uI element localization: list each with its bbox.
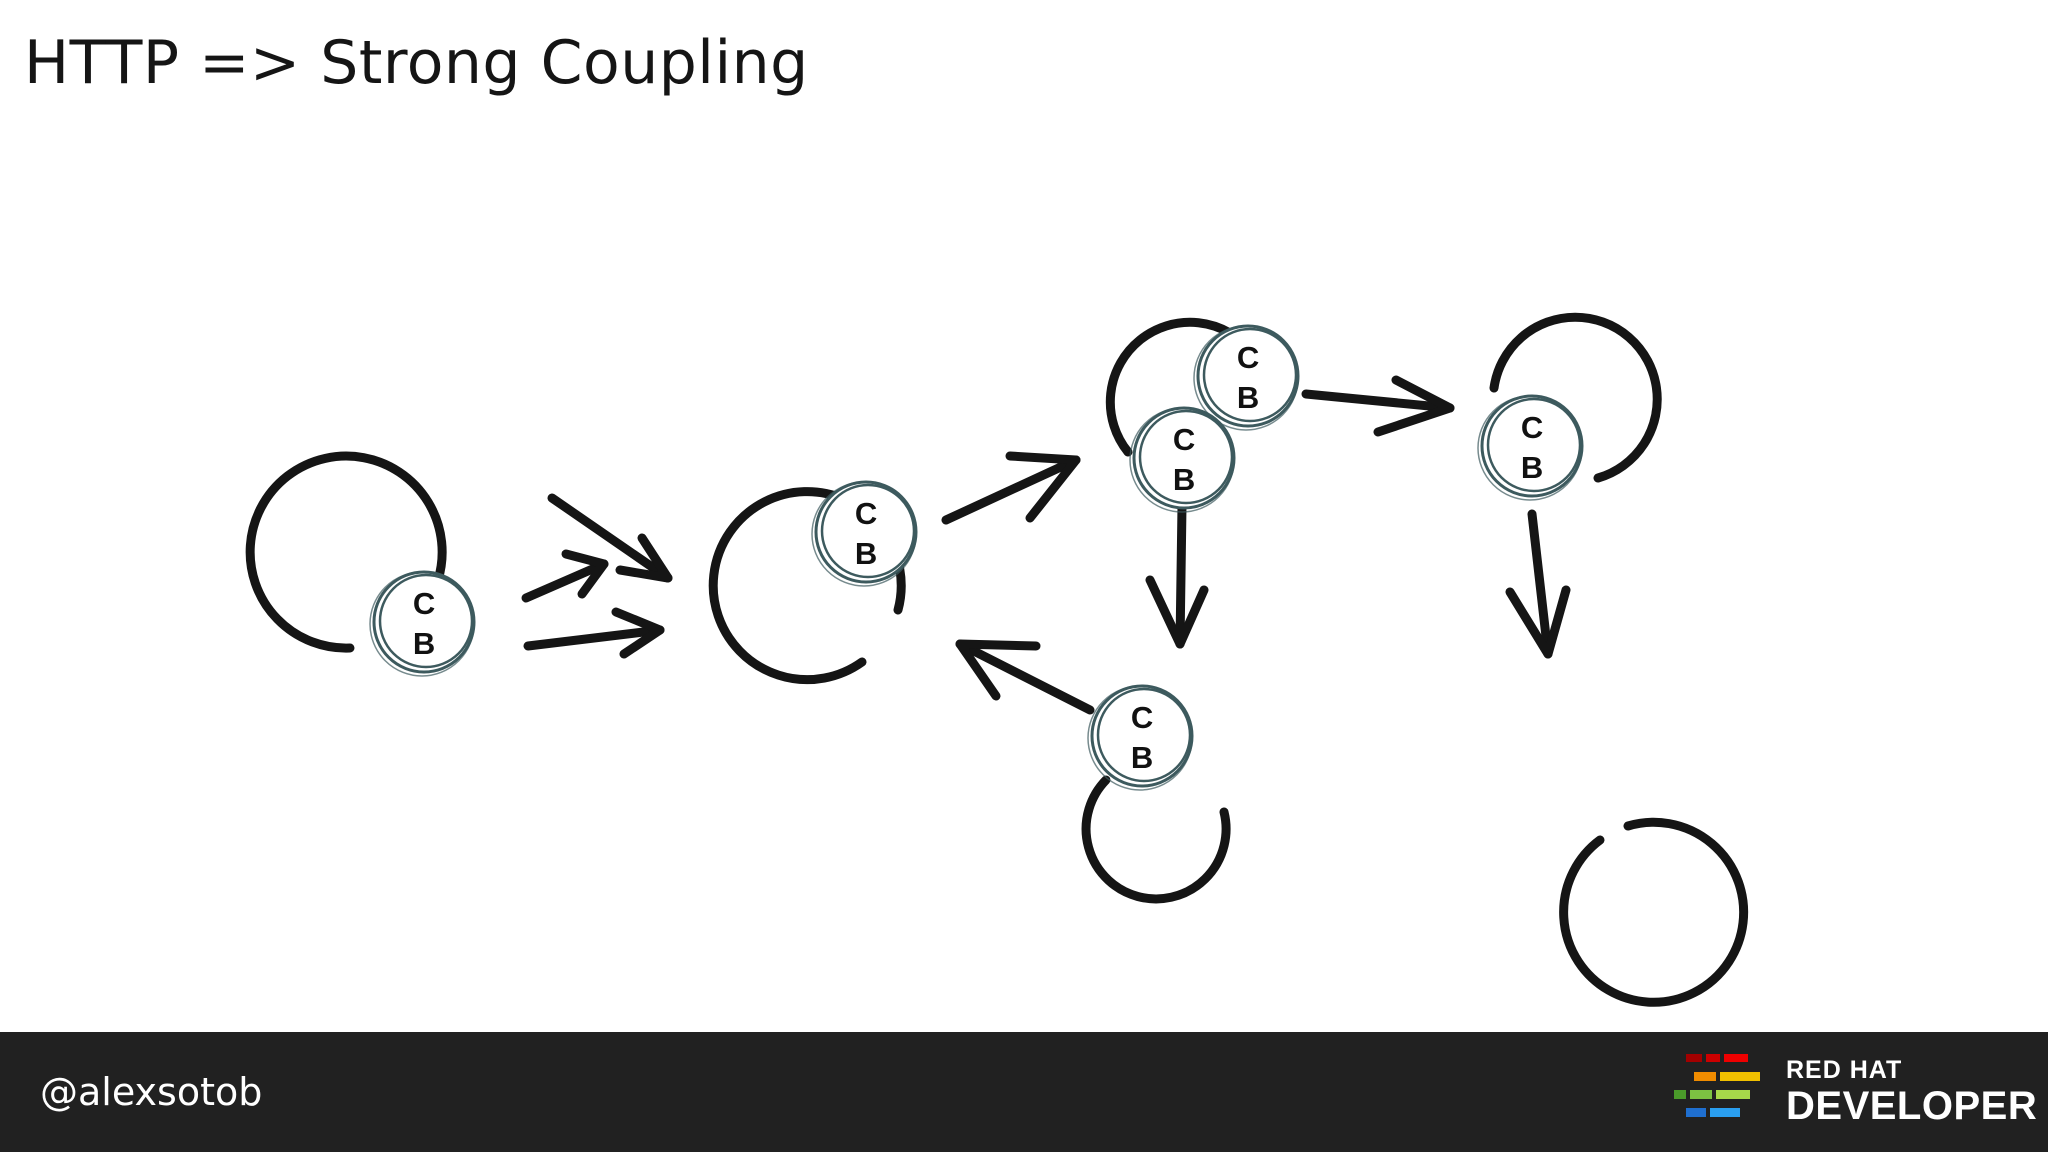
service-5 — [1489, 312, 1662, 483]
cb-label-bottom: B — [1521, 450, 1543, 485]
arrow-5 — [1301, 375, 1455, 437]
circuit-breaker-2: C B — [811, 480, 918, 587]
cb-label-bottom: B — [1173, 462, 1195, 497]
brand-developer: DEVELOPER — [1786, 1084, 2038, 1128]
circuit-breaker-group: C B C B C B C B C B — [369, 324, 1584, 791]
cb-label-bottom: B — [1237, 380, 1259, 415]
cb-label-top: C — [413, 586, 435, 621]
footer-bar: @alexsotob RED HAT DEVELOPER — [0, 1032, 2048, 1152]
service-4 — [1081, 775, 1231, 904]
circuit-breaker-3: C B — [1193, 324, 1300, 431]
arrow-6 — [1145, 501, 1209, 649]
red-hat-developer-logo: RED HAT DEVELOPER — [1674, 1054, 2037, 1130]
cb-label-bottom: B — [413, 626, 435, 661]
circuit-breaker-6: C B — [1087, 684, 1194, 791]
arrow-1 — [547, 493, 673, 583]
arrow-3 — [523, 607, 665, 659]
service-3 — [1105, 317, 1257, 457]
brand-red-hat: RED HAT — [1786, 1056, 1903, 1084]
cb-label-top: C — [855, 496, 877, 531]
cb-label-bottom: B — [1131, 740, 1153, 775]
arrow-4 — [941, 451, 1081, 525]
cb-label-top: C — [1173, 422, 1195, 457]
service-diagram: C B C B C B C B C B — [245, 312, 1749, 1007]
arrow-7 — [1505, 509, 1571, 659]
twitter-handle: @alexsotob — [40, 1070, 263, 1114]
circuit-breaker-4: C B — [1129, 406, 1236, 513]
developer-logo-icon — [1674, 1054, 1760, 1117]
service-6 — [1559, 817, 1749, 1007]
circuit-breaker-5: C B — [1477, 394, 1584, 501]
arrow-2 — [521, 549, 609, 603]
cb-label-bottom: B — [855, 536, 877, 571]
cb-label-top: C — [1237, 340, 1259, 375]
slide-title: HTTP => Strong Coupling — [24, 28, 809, 98]
arrow-8 — [955, 639, 1095, 715]
circuit-breaker-1: C B — [369, 570, 476, 677]
cb-label-top: C — [1521, 410, 1543, 445]
service-1 — [245, 451, 447, 653]
cb-label-top: C — [1131, 700, 1153, 735]
